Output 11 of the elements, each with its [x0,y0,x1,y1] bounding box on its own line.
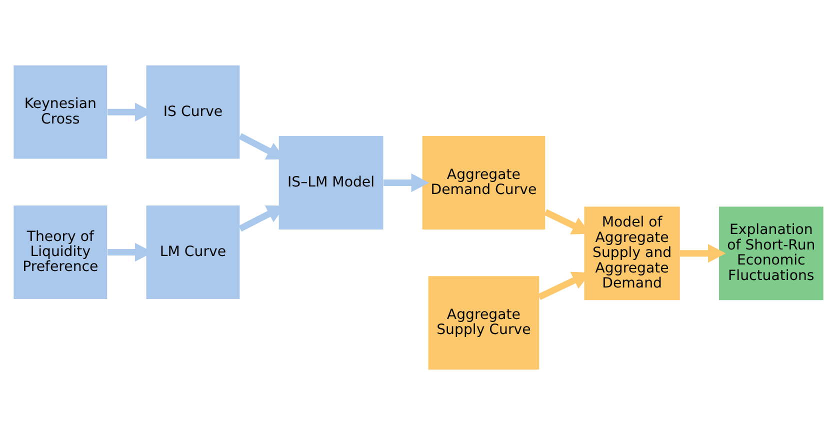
node-box: Model of Aggregate Supply and Aggregate Demand [584,206,680,300]
node-box: Keynesian Cross [13,65,107,159]
arrow [382,173,429,192]
node-box: LM Curve [146,206,240,299]
node-box: IS–LM Model [278,136,383,230]
arrow [679,244,726,263]
node-box: Aggregate Demand Curve [422,136,545,230]
node-box: Explanation of Short-Run Economic Fluctuations [718,206,823,300]
node-box: IS Curve [146,65,240,159]
node-box: Aggregate Supply Curve [428,276,539,370]
node-box: Theory of Liquidity Preference [13,206,107,299]
